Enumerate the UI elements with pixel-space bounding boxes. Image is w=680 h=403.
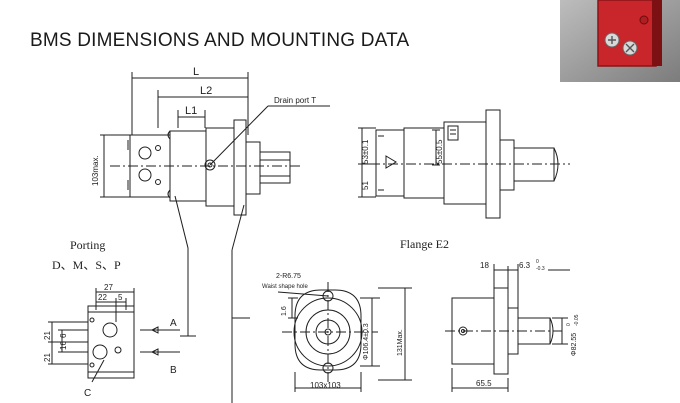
flange-title: Flange E2	[400, 237, 449, 251]
dim-label-131: 131Max.	[397, 329, 404, 356]
dim-label-6-3: 6.3	[519, 261, 531, 270]
waist-hole-label: Waist shape hole	[262, 284, 308, 290]
porting-view	[48, 288, 196, 383]
dim-label-6-3-tol: -0.3	[536, 266, 545, 272]
drain-port-label: Drain port T	[274, 96, 316, 105]
dim-label-27: 27	[104, 283, 113, 292]
dim-label-16: 16	[59, 341, 68, 350]
dim-label-6: 6	[59, 333, 68, 338]
port-label-B: B	[170, 365, 177, 376]
dim-label-103max: 103max.	[91, 155, 100, 186]
porting-title: Porting	[70, 238, 105, 252]
dim-label-55: 55±0.5	[435, 139, 444, 164]
flange-front-view	[232, 282, 412, 392]
secondary-side-view	[358, 109, 570, 219]
dim-label-53: 53±0.1	[361, 139, 370, 164]
dim-label-18: 18	[480, 261, 489, 270]
dim-label-r675: 2-R6.75	[276, 273, 301, 280]
dim-label-82-55-top: 0	[566, 323, 572, 326]
dim-label-82-55-tol: -0.05	[574, 314, 580, 326]
dim-label-21a: 21	[43, 331, 52, 340]
dim-label-103x103: 103x103	[310, 381, 341, 390]
dim-label-L2: L2	[200, 85, 212, 97]
dim-label-51: 51	[361, 181, 370, 190]
port-label-A: A	[170, 318, 177, 329]
dim-label-82-55: Φ82.55	[571, 333, 578, 356]
page-title: BMS DIMENSIONS AND MOUNTING DATA	[30, 30, 410, 51]
dim-label-L1: L1	[185, 105, 197, 117]
product-photo	[560, 0, 680, 82]
dim-label-6-3-top: 0	[536, 259, 539, 265]
flange-side-view	[445, 264, 570, 392]
dim-label-106: Φ106.4±0.3	[363, 323, 370, 360]
dim-label-L: L	[193, 66, 199, 78]
dim-label-1-6: 1.6	[281, 306, 288, 316]
port-label-C: C	[84, 388, 91, 399]
porting-types: D、M、S、P	[52, 258, 121, 272]
main-side-view	[100, 72, 330, 403]
dim-label-21b: 21	[43, 353, 52, 362]
dim-label-5: 5	[118, 293, 123, 302]
dim-label-22: 22	[98, 293, 107, 302]
dim-label-65-5: 65.5	[476, 379, 492, 388]
